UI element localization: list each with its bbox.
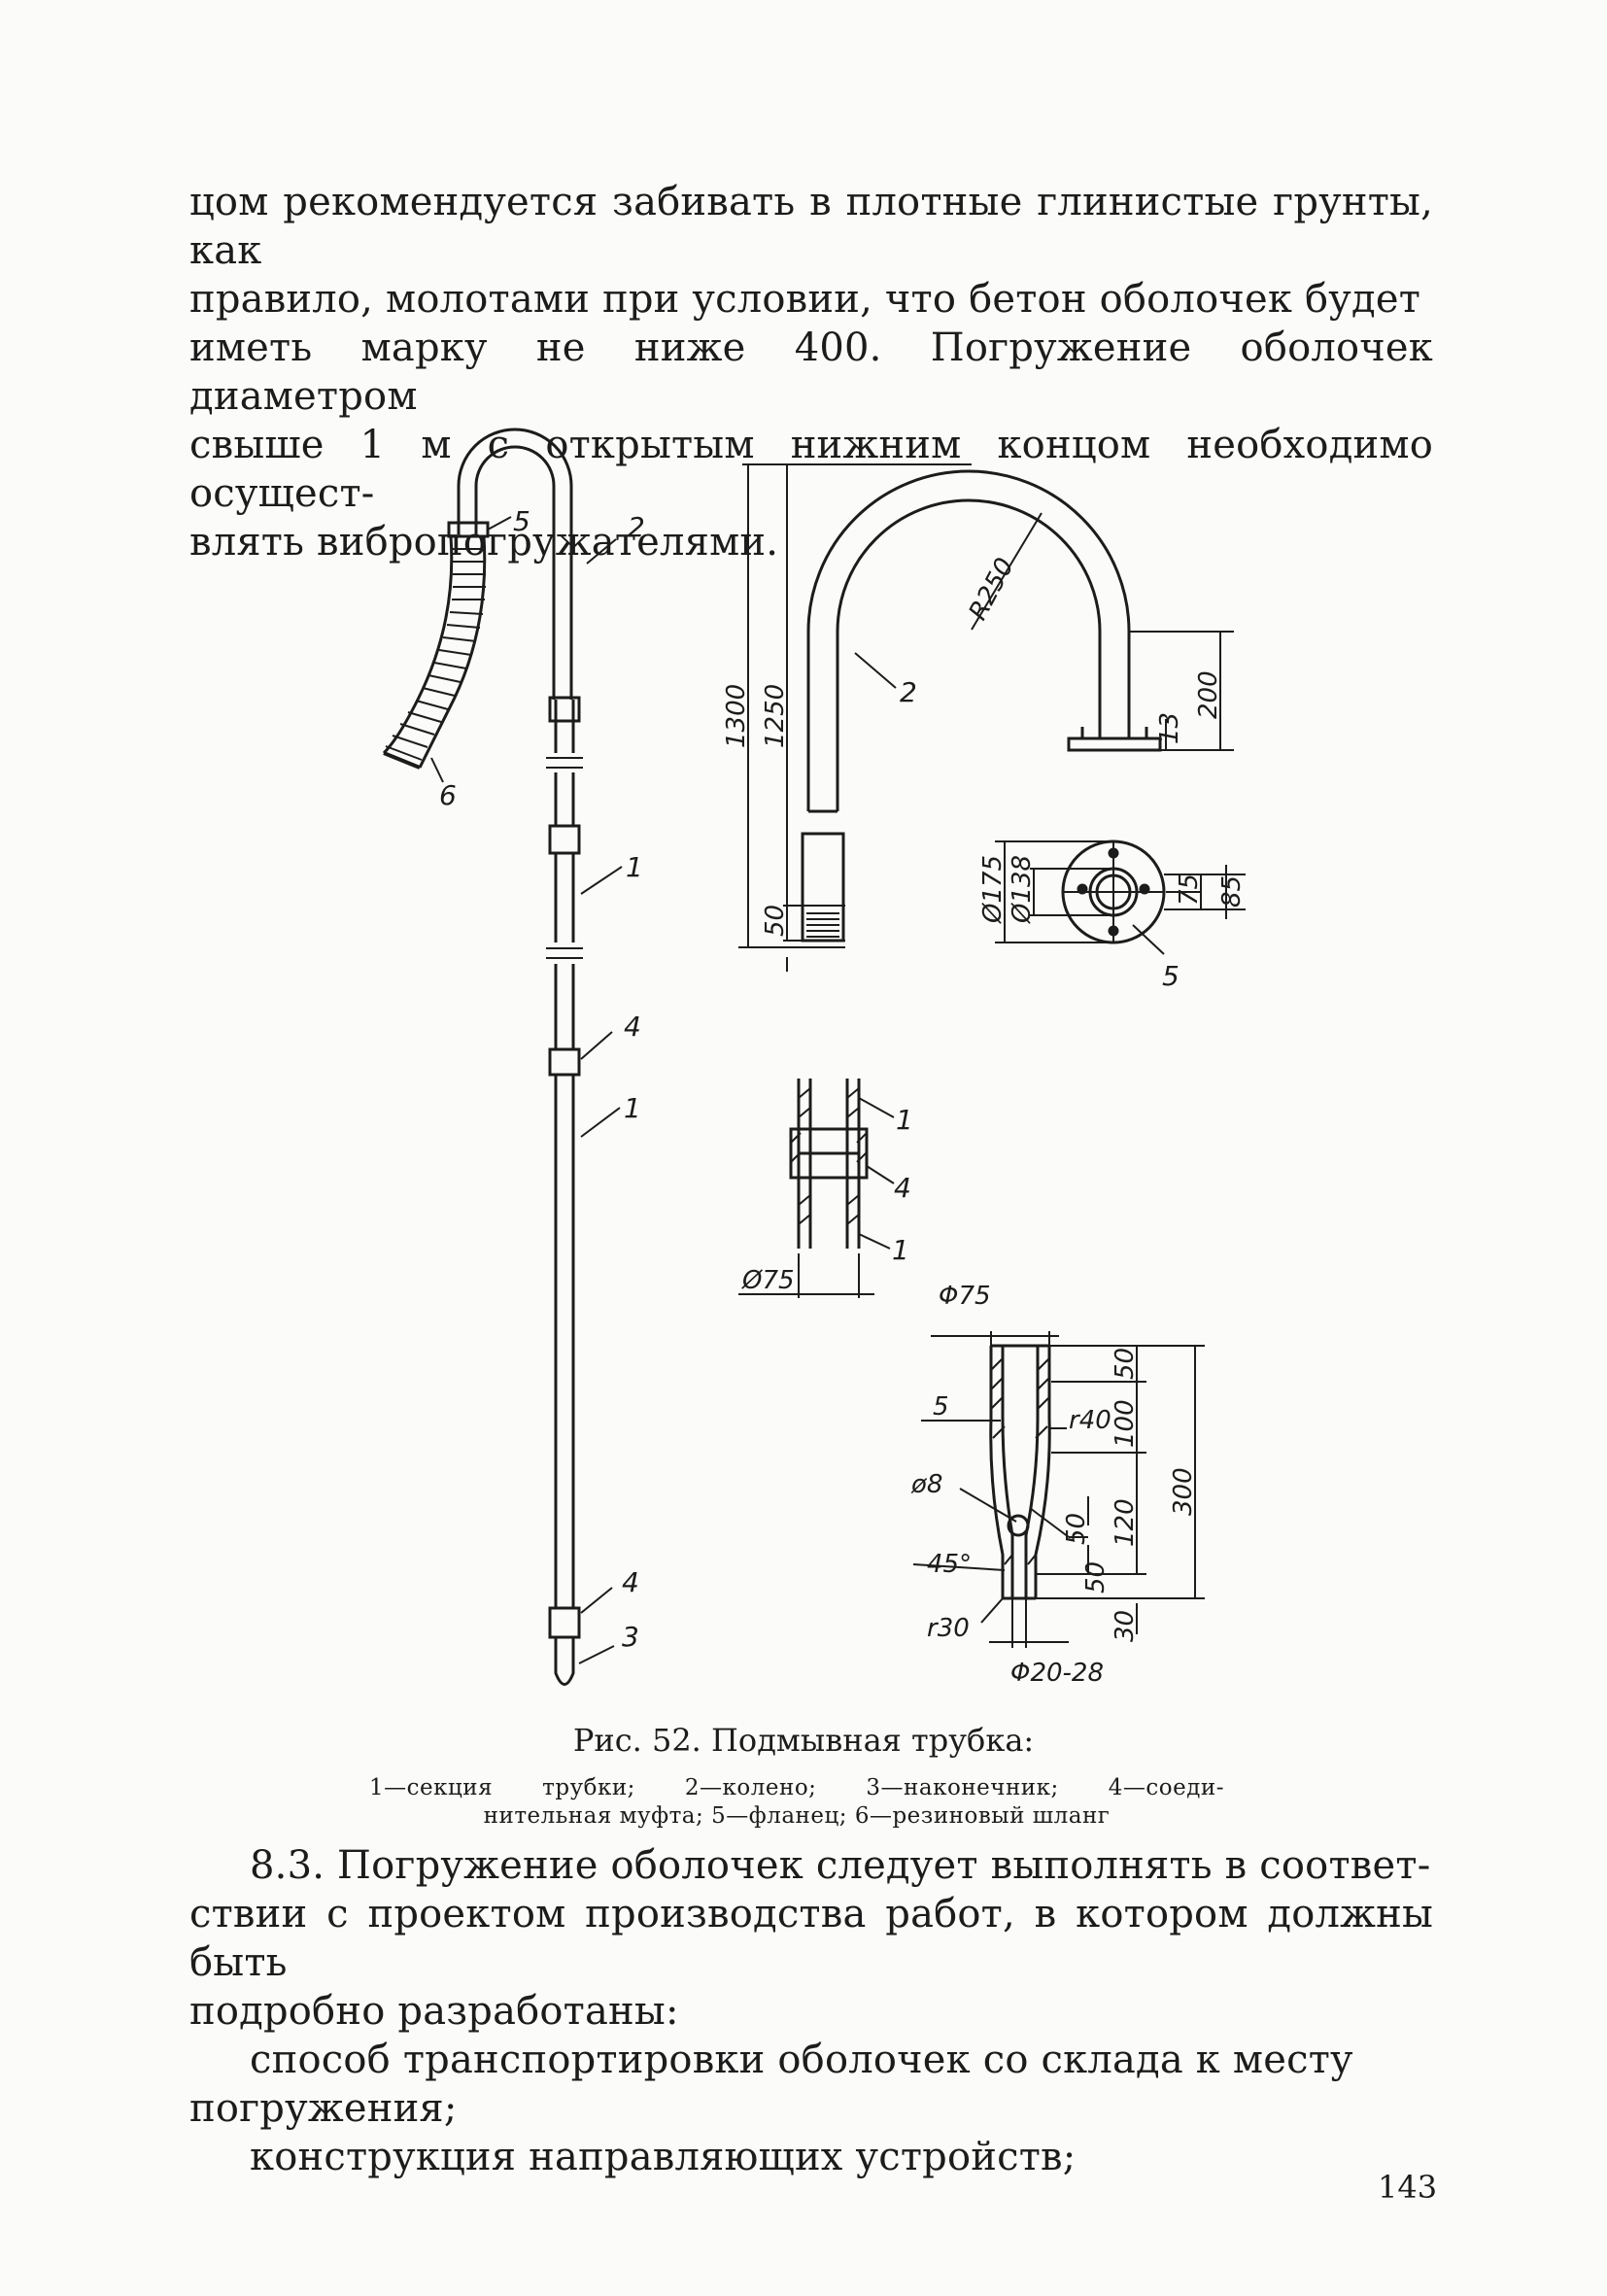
coupling-detail: [738, 1079, 895, 1298]
dim-phi20-28: Φ20-28: [1010, 1659, 1104, 1688]
legend-line: 1—секция трубки; 2—колено; 3—наконечник;…: [369, 1775, 1224, 1800]
dim-5: 5: [933, 1392, 949, 1422]
label-6: 6: [439, 779, 457, 811]
figure-caption-legend: 1—секция трубки; 2—колено; 3—наконечник;…: [369, 1774, 1224, 1831]
dim-1250: 1250: [761, 684, 790, 748]
label-4: 4: [624, 1011, 641, 1043]
dim-200: 200: [1194, 670, 1223, 719]
text-line: иметь марку не ниже 400. Погружение обол…: [189, 326, 1433, 419]
label-1: 1: [626, 851, 643, 883]
legend-line: нительная муфта; 5—фланец; 6—резиновый ш…: [483, 1803, 1111, 1829]
dim-r30: r30: [927, 1614, 970, 1643]
dim-30: 30: [1111, 1610, 1140, 1642]
dim-d8: ø8: [910, 1470, 942, 1499]
text-line: ствии с проектом производства работ, в к…: [189, 1892, 1433, 1985]
label-5: 5: [1162, 960, 1180, 992]
label-5: 5: [513, 505, 530, 537]
text-line: подробно разработаны:: [189, 1989, 679, 2034]
dim-50: 50: [1081, 1561, 1111, 1593]
text-line: цом рекомендуется забивать в плотные гли…: [189, 180, 1433, 273]
dim-50: 50: [761, 905, 790, 937]
label-4: 4: [894, 1172, 911, 1204]
text-line: погружения;: [189, 2086, 458, 2131]
label-1: 1: [892, 1234, 909, 1266]
dim-100: 100: [1111, 1399, 1140, 1448]
dim-50: 50: [1062, 1513, 1091, 1545]
nozzle-detail: [912, 1331, 1205, 1648]
text-line: 8.3. Погружение оболочек следует выполня…: [250, 1843, 1431, 1888]
label-3: 3: [622, 1621, 639, 1653]
text-line: свыше 1 м с открытым нижним концом необх…: [189, 423, 1433, 516]
label-1: 1: [624, 1092, 641, 1124]
elbow-drawing: [738, 463, 1246, 972]
dim-pipe-d75: Ø75: [741, 1266, 795, 1295]
dim-85: 85: [1217, 875, 1247, 908]
dim-1300: 1300: [722, 684, 751, 748]
figure-washing-tube: 5 2 6 1 4 1 4 3 2 5 1300 1250 50 R250 20…: [382, 428, 1247, 1688]
assembly-drawing: [382, 428, 623, 1686]
paragraph-section-8-3: 8.3. Погружение оболочек следует выполня…: [189, 1841, 1433, 2181]
dim-75: 75: [1175, 874, 1204, 906]
text-line: правило, молотами при условии, что бетон…: [189, 277, 1421, 322]
label-2: 2: [900, 676, 917, 708]
text-line: конструкция направляющих устройств;: [250, 2135, 1077, 2179]
dim-d138: Ø138: [1008, 855, 1037, 924]
label-1: 1: [896, 1104, 913, 1136]
dim-r40: r40: [1069, 1406, 1111, 1435]
dim-d175: Ø175: [978, 855, 1008, 924]
dim-45: 45°: [927, 1550, 972, 1579]
page-number: 143: [1378, 2169, 1438, 2206]
dim-50: 50: [1111, 1348, 1140, 1380]
label-4: 4: [622, 1566, 639, 1598]
dim-120: 120: [1111, 1498, 1140, 1547]
dim-phi75: Φ75: [939, 1282, 991, 1311]
label-2: 2: [628, 511, 645, 543]
dim-13: 13: [1155, 712, 1184, 744]
figure-caption-title: Рис. 52. Подмывная трубка:: [572, 1722, 1035, 1759]
text-line: способ транспортировки оболочек со склад…: [250, 2038, 1353, 2082]
dim-r250: R250: [964, 553, 1020, 625]
dim-300: 300: [1169, 1467, 1198, 1516]
